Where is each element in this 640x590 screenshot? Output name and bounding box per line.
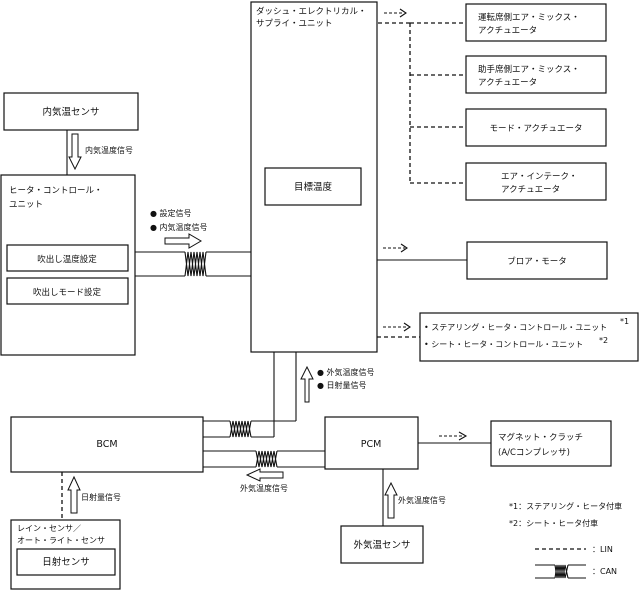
outlet-temperature-setting: 吹出し温度設定	[6, 244, 129, 272]
outside-temp-signal-label-2: 外気温度信号	[398, 495, 446, 505]
driver-air-mix-line2: アクチュエータ	[478, 26, 537, 36]
setting-signal-label: ● 設定信号	[150, 208, 192, 218]
note-marker-2: *2	[599, 336, 608, 345]
legend: ：LIN ：CAN	[535, 545, 617, 579]
rain-sensor-line1: レイン・センサ／	[17, 524, 81, 533]
outlet-temp-setting-label: 吹出し温度設定	[37, 254, 97, 265]
can-bcm-pcm	[203, 450, 325, 468]
solar-signal: 日射量信号	[67, 475, 121, 514]
legend-can-label: ：CAN	[592, 567, 617, 576]
passenger-air-mix-actuator: 助手席側エア・ミックス・ アクチュエータ	[465, 55, 607, 94]
mode-actuator: モード・アクチュエータ	[465, 108, 607, 147]
footnote-1: *1：ステアリング・ヒータ付車	[509, 501, 622, 511]
driver-air-mix-line1: 運転席側エア・ミックス・	[478, 12, 580, 23]
outlet-mode-setting: 吹出しモード設定	[6, 277, 129, 305]
passenger-air-mix-line2: アクチュエータ	[478, 78, 537, 88]
heater-control-line1: ヒータ・コントロール・	[9, 186, 103, 196]
solar-signal-label: ● 日射量信号	[317, 380, 367, 390]
target-temperature-block: 目標温度	[264, 167, 362, 206]
bcm-label: BCM	[96, 439, 117, 450]
magnet-clutch: マグネット・クラッチ (A/Cコンプレッサ)	[490, 420, 612, 467]
solar-signal-arrow	[67, 475, 81, 514]
driver-air-mix-actuator: 運転席側エア・ミックス・ アクチュエータ	[465, 3, 607, 42]
pcm-to-bcm-signal-label: 外気温度信号	[240, 483, 288, 493]
bcm: BCM	[10, 416, 204, 473]
hcu-to-dash-arrow	[164, 233, 202, 249]
legend-lin: ：LIN	[535, 545, 613, 554]
pcm-clutch-connection	[418, 431, 491, 444]
mode-actuator-label: モード・アクチュエータ	[489, 124, 582, 134]
interior-temp-signal-label-2: ● 内気温度信号	[150, 222, 208, 232]
dash-unit-label-line2: サプライ・ユニット	[256, 19, 333, 29]
pcm-to-bcm-signal: 外気温度信号	[240, 468, 288, 493]
heater-control-units-box: • ステアリング・ヒータ・コントロール・ユニット *1 • シート・ヒータ・コン…	[419, 312, 639, 362]
dash-unit-label-line1: ダッシュ・エレクトリカル・	[256, 6, 367, 17]
outside-temp-signal-label: ● 外気温度信号	[317, 367, 375, 377]
footnotes: *1：ステアリング・ヒータ付車 *2：シート・ヒータ付車	[509, 501, 622, 528]
can-hcu-dash	[135, 251, 251, 277]
pcm: PCM	[324, 416, 419, 470]
heater-control-line2: ユニット	[9, 200, 43, 210]
blower-motor: ブロア・モータ	[466, 241, 608, 280]
footnote-2: *2：シート・ヒータ付車	[509, 518, 598, 528]
outside-temp-arrow	[384, 481, 398, 519]
pcm-to-bcm-arrow	[245, 468, 284, 482]
hcu-to-dash-signals: ● 設定信号 ● 内気温度信号	[150, 208, 208, 249]
steering-heater-unit-label: • ステアリング・ヒータ・コントロール・ユニット	[424, 322, 607, 332]
magnet-clutch-line1: マグネット・クラッチ	[498, 432, 583, 443]
target-temperature-label: 目標温度	[294, 181, 333, 193]
solar-signal-label-2: 日射量信号	[81, 492, 121, 502]
seat-heater-unit-label: • シート・ヒータ・コントロール・ユニット	[424, 340, 583, 349]
lin-direction-arrow	[384, 8, 407, 18]
legend-can: ：CAN	[535, 564, 617, 579]
blower-motor-connection	[377, 243, 467, 261]
bcm-to-dash-arrow	[300, 365, 314, 403]
air-intake-actuator: エア・インテーク・ アクチュエータ	[465, 162, 607, 201]
outside-sensor-label: 外気温センサ	[353, 539, 410, 551]
blower-motor-label: ブロア・モータ	[507, 256, 567, 267]
air-intake-line2: アクチュエータ	[501, 185, 560, 195]
solar-sensor: 日射センサ	[16, 548, 116, 576]
can-dash-bcm	[203, 352, 297, 438]
rain-sensor-line2: オート・ライト・センサ	[17, 536, 105, 545]
interior-temp-signal-label: 内気温度信号	[85, 145, 133, 155]
note-marker-1: *1	[620, 317, 629, 326]
pcm-label: PCM	[361, 439, 382, 450]
interior-temp-signal-arrow: 内気温度信号	[68, 133, 133, 171]
lin-actuator-bus	[378, 8, 466, 184]
air-intake-line1: エア・インテーク・	[501, 172, 577, 182]
passenger-air-mix-line1: 助手席側エア・ミックス・	[478, 64, 580, 75]
solar-sensor-label: 日射センサ	[42, 556, 90, 568]
interior-temperature-sensor: 内気温センサ	[3, 92, 139, 131]
outlet-mode-setting-label: 吹出しモード設定	[33, 287, 102, 298]
bcm-to-dash-signals: ● 外気温度信号 ● 日射量信号	[300, 365, 375, 403]
interior-sensor-label: 内気温センサ	[42, 106, 99, 118]
magnet-clutch-line2: (A/Cコンプレッサ)	[498, 448, 570, 458]
heater-units-connection	[377, 322, 420, 338]
outside-temperature-sensor: 外気温センサ	[340, 525, 424, 564]
legend-lin-label: ：LIN	[592, 545, 613, 554]
outside-temp-signal: 外気温度信号	[384, 481, 446, 519]
